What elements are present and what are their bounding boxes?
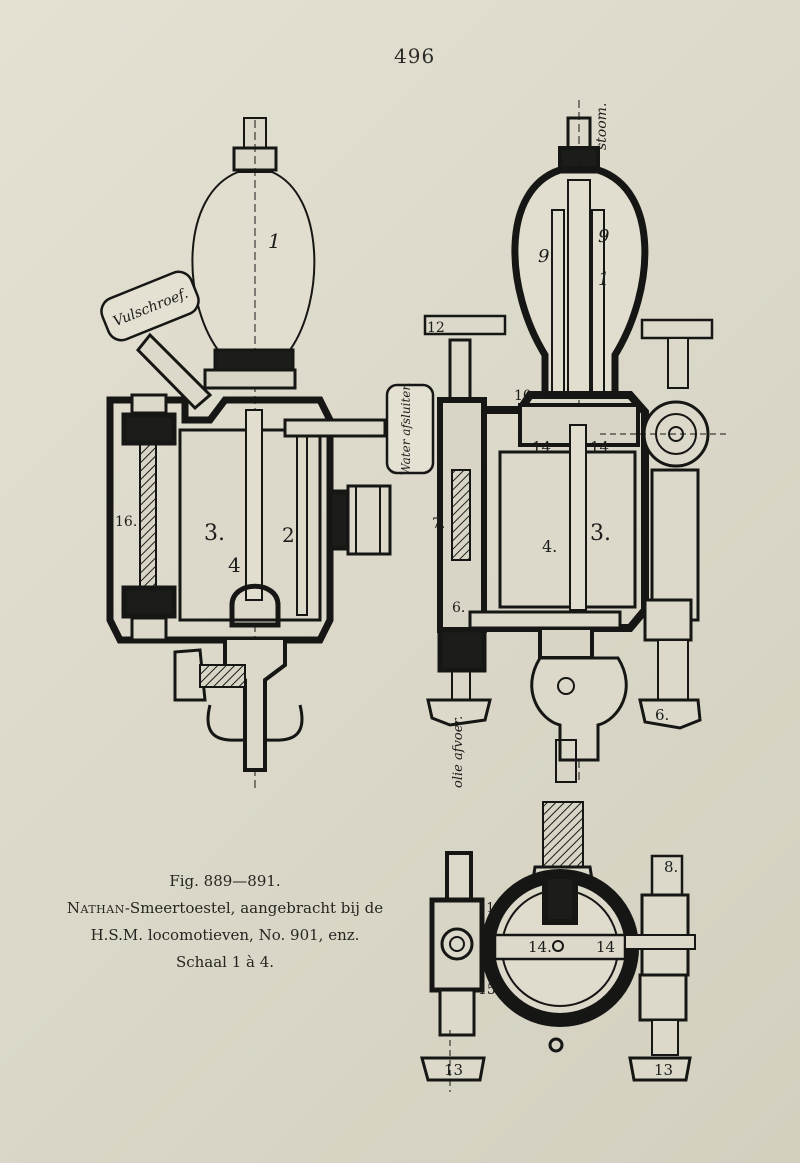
label-11: 11: [478, 901, 495, 916]
label-1-right: 1: [598, 269, 609, 290]
label-1-left: 1: [268, 229, 281, 253]
caption-name: Nathan: [66, 899, 125, 917]
tag-water-afsluiter: Water afsluiter.: [385, 382, 435, 476]
label-7: 7.: [432, 516, 445, 532]
caption-scale: Schaal 1 à 4.: [175, 953, 275, 971]
label-4-left: 4: [228, 553, 241, 577]
figure-caption: Fig. 889—891. Nathan-Smeertoestel, aange…: [60, 868, 390, 976]
caption-title: Nathan-Smeertoestel, aangebracht bij de: [60, 895, 390, 922]
label-8: 8.: [664, 858, 678, 876]
tag-vulschroef: Vulschroef.: [100, 270, 200, 342]
label-14-c: 14.: [528, 938, 552, 956]
label-6-left: 6.: [452, 600, 465, 616]
caption-fig-number: Fig. 889—891.: [169, 872, 281, 890]
label-stoom: stoom.: [594, 103, 610, 150]
label-3-left: 3.: [204, 521, 225, 546]
label-6-right: 6.: [655, 706, 669, 724]
label-9-left: 9: [538, 246, 549, 267]
label-water-afsluiter: Water afsluiter.: [399, 382, 413, 475]
label-12: 12: [427, 320, 445, 336]
label-13-right: 13: [654, 1061, 673, 1079]
label-15: 15.: [478, 982, 500, 998]
figure-left-section: [106, 117, 392, 790]
caption-line3: H.S.M. locomotieven, No. 901, enz.: [90, 926, 360, 944]
label-14-d: 14: [596, 938, 615, 956]
label-2-left: 2: [282, 523, 295, 547]
label-14-b: 14: [590, 438, 609, 456]
label-13-left: 13: [444, 1061, 463, 1079]
figure-bottom-plan: [420, 801, 696, 1092]
caption-title-rest: -Smeertoestel, aangebracht bij de: [124, 899, 384, 917]
label-14-a: 14: [532, 438, 551, 456]
label-10: 10: [514, 388, 532, 404]
label-9-right: 9: [598, 226, 609, 247]
label-16: 16.: [115, 514, 137, 530]
label-4-right: 4.: [542, 537, 557, 556]
label-olie-afvoer: olie afvoer.: [451, 716, 466, 788]
page-number: 496: [394, 44, 436, 68]
label-3-right: 3.: [590, 521, 611, 546]
figure-right-section: [423, 100, 730, 783]
